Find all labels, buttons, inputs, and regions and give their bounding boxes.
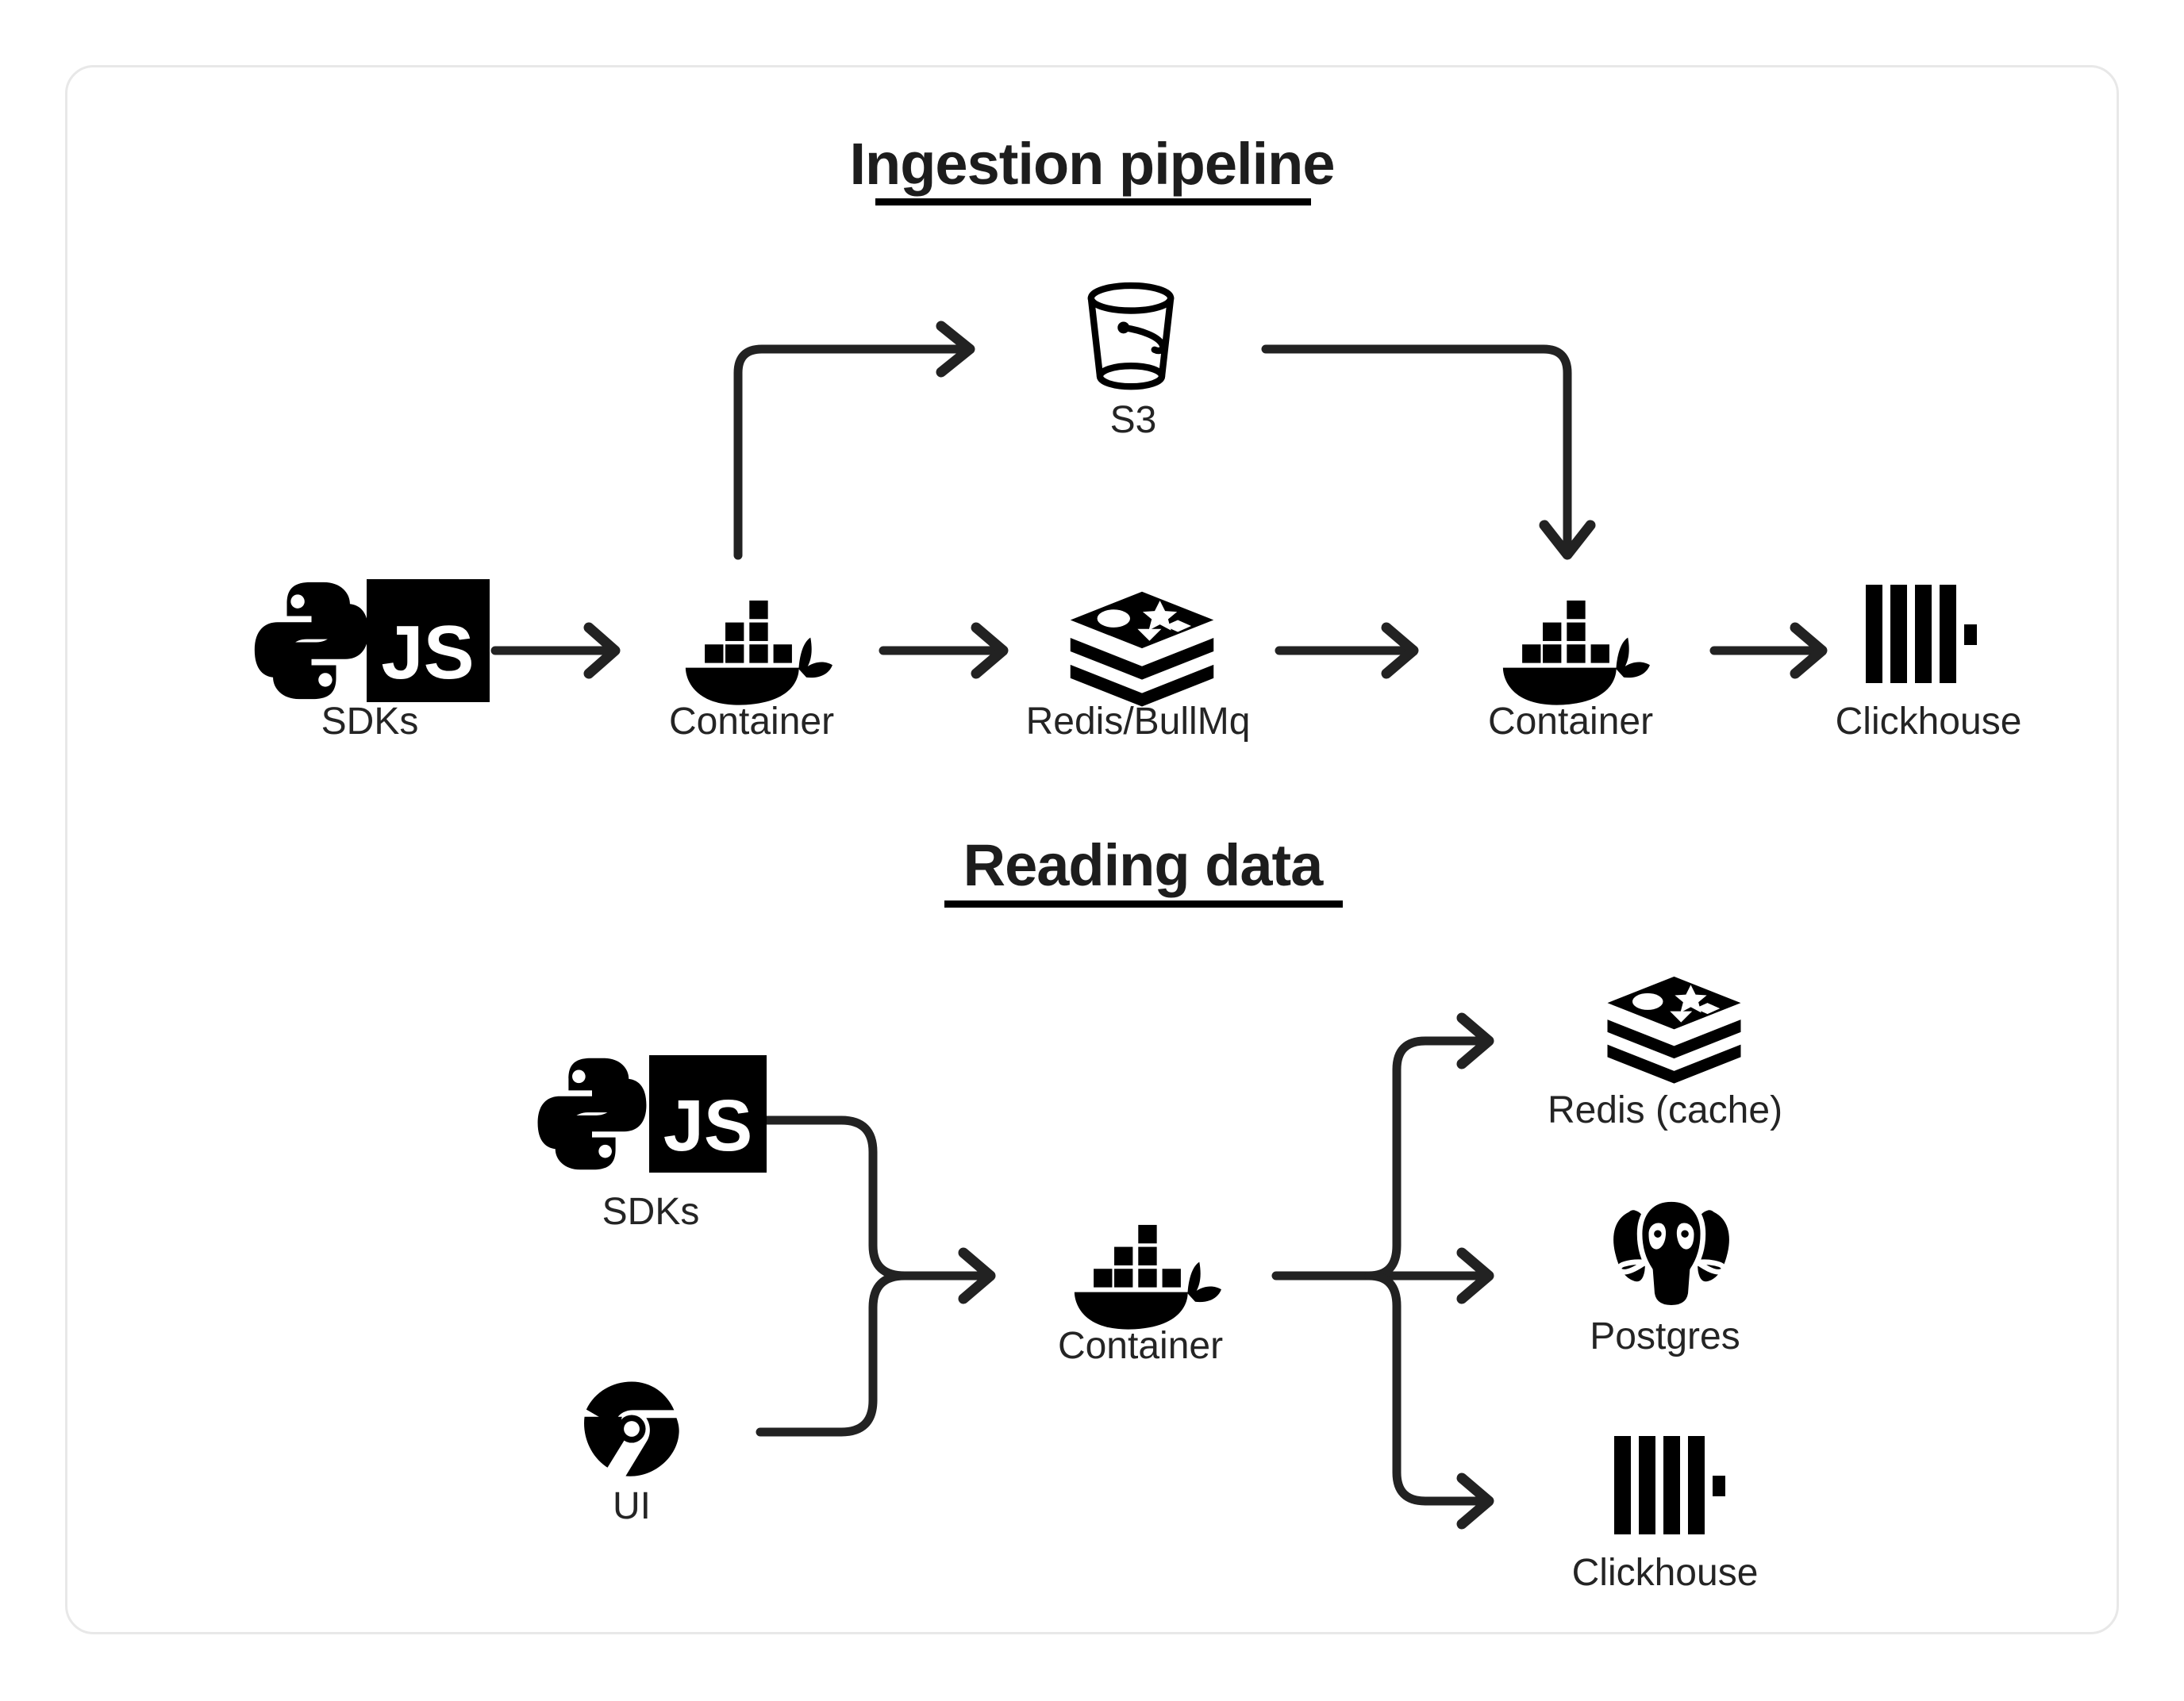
node-label-clickhouse: Clickhouse <box>1836 701 2022 743</box>
edge-sdks-to-container1 <box>490 622 621 679</box>
node-ingestion-container-2[interactable]: Container <box>1488 600 1653 743</box>
js-badge-background <box>649 1055 767 1173</box>
js-badge-label: JS <box>381 610 474 695</box>
js-badge-background <box>367 579 490 702</box>
node-ingestion-container-1[interactable]: Container <box>669 600 834 743</box>
edge-s3-to-container2 <box>1261 344 1596 560</box>
node-label-reading-sdks: SDKs <box>602 1191 700 1233</box>
node-reading-postgres[interactable]: Postgres <box>1590 1200 1740 1358</box>
docker-whale-icon <box>1074 1224 1221 1330</box>
node-label-reading-clickhouse: Clickhouse <box>1572 1552 1759 1594</box>
js-badge-label: JS <box>663 1085 753 1166</box>
reading-heading-text: Reading data <box>963 832 1324 898</box>
node-reading-ui[interactable]: UI <box>584 1381 679 1527</box>
node-label-postgres: Postgres <box>1590 1315 1740 1357</box>
node-label-sdks: SDKs <box>321 701 419 743</box>
python-js-sdk-icon: JS <box>537 1055 767 1173</box>
docker-whale-icon <box>685 600 832 705</box>
docker-whale-icon <box>1502 600 1650 705</box>
ingestion-heading-underline <box>875 198 1311 205</box>
edge-container2-to-clickhouse <box>1709 622 1828 679</box>
python-js-sdk-icon: JS <box>254 579 490 702</box>
ingestion-heading: Ingestion pipeline <box>849 131 1336 205</box>
section-reading: Reading data <box>537 832 1782 1594</box>
edge-container1-to-redis <box>879 622 1009 679</box>
s3-bucket-icon <box>1091 286 1171 386</box>
edge-redis-to-container2 <box>1275 622 1419 679</box>
clickhouse-bars-icon <box>1614 1436 1725 1534</box>
redis-stack-icon <box>1070 591 1214 707</box>
node-label-ui: UI <box>613 1485 651 1527</box>
chrome-browser-icon <box>584 1381 679 1476</box>
node-label-redis-queue: Redis/BullMq <box>1026 701 1251 743</box>
ingestion-heading-text: Ingestion pipeline <box>849 131 1334 197</box>
node-ingestion-redis-queue[interactable]: Redis/BullMq <box>1026 591 1251 743</box>
node-reading-redis-cache[interactable]: Redis (cache) <box>1548 976 1782 1131</box>
node-label-redis-cache: Redis (cache) <box>1548 1089 1782 1131</box>
node-label-reading-container: Container <box>1058 1325 1223 1367</box>
edge-container1-to-s3 <box>733 321 975 560</box>
edge-container-to-stores <box>1271 1012 1494 1530</box>
node-ingestion-s3[interactable]: S3 <box>1091 286 1171 441</box>
ingestion-edges <box>490 321 1828 679</box>
postgres-elephant-icon <box>1611 1200 1732 1308</box>
node-label-container-1: Container <box>669 701 834 743</box>
reading-heading: Reading data <box>944 832 1343 908</box>
clickhouse-bars-icon <box>1866 585 1977 683</box>
reading-heading-underline <box>944 900 1343 908</box>
node-ingestion-sdks[interactable]: JS SDKs <box>254 579 490 743</box>
node-reading-sdks[interactable]: JS SDKs <box>537 1055 767 1233</box>
node-label-s3: S3 <box>1110 399 1157 441</box>
node-label-container-2: Container <box>1488 701 1653 743</box>
section-ingestion: Ingestion pipeline <box>254 131 2022 743</box>
reading-edges <box>756 1012 1494 1530</box>
node-reading-clickhouse[interactable]: Clickhouse <box>1572 1436 1759 1594</box>
edge-merge-into-container <box>756 1115 996 1437</box>
node-reading-container[interactable]: Container <box>1058 1224 1223 1367</box>
node-ingestion-clickhouse[interactable]: Clickhouse <box>1836 585 2022 743</box>
redis-stack-icon <box>1607 976 1741 1084</box>
